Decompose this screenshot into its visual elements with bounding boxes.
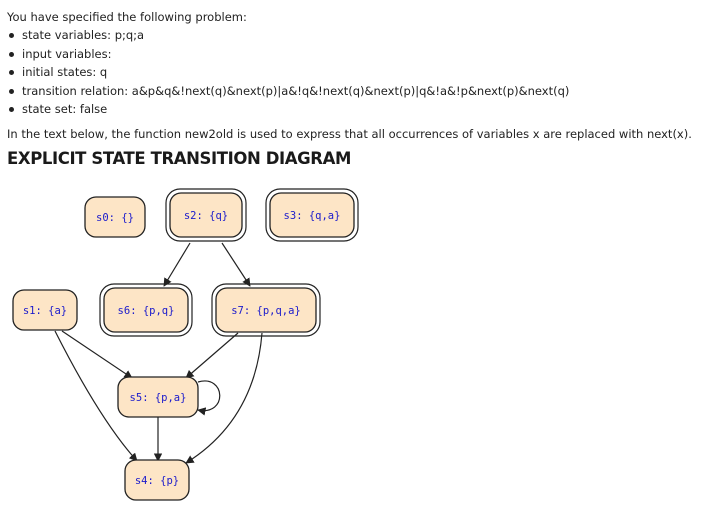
problem-item-initial-states: initial states: q (7, 63, 569, 82)
state-node-s2: s2: {q} (165, 188, 247, 242)
state-label-s0: s0: {} (96, 212, 134, 224)
nodes-layer: s0: {} s2: {q} s3: {q,a} s1: {a} s6: {p,q} s7… (12, 188, 359, 501)
edges-layer (54, 242, 263, 464)
problem-item-state-set: state set: false (7, 100, 569, 119)
state-node-s7: s7: {p,q,a} (211, 283, 321, 337)
state-node-s6: s6: {p,q} (99, 283, 193, 337)
state-node-s5: s5: {p,a} (117, 376, 199, 418)
state-box (12, 289, 78, 331)
problem-item-input-variables: input variables: (7, 45, 569, 64)
edge-s5-to-s5 (197, 380, 221, 416)
initial-state-outline (165, 188, 247, 242)
state-label-s6: s6: {p,q} (118, 305, 175, 317)
intro-text: You have specified the following problem… (7, 10, 247, 24)
state-label-s7: s7: {p,q,a} (231, 305, 301, 317)
problem-item-transition-relation: transition relation: a&p&q&!next(q)&next… (7, 82, 569, 101)
state-label-s3: s3: {q,a} (284, 210, 341, 222)
state-box (169, 192, 243, 238)
state-box (84, 196, 146, 238)
problem-list: state variables: p;q;a input variables: … (7, 26, 569, 119)
edge-s1-to-s4 (54, 330, 138, 462)
problem-item-state-variables: state variables: p;q;a (7, 26, 569, 45)
state-label-s2: s2: {q} (184, 210, 228, 222)
state-box (103, 287, 189, 333)
state-label-s5: s5: {p,a} (130, 392, 187, 404)
initial-state-outline (265, 188, 359, 242)
edge-s7-to-s5 (185, 332, 239, 379)
edge-s2-to-s6 (163, 242, 191, 287)
diagram-heading: EXPLICIT STATE TRANSITION DIAGRAM (7, 149, 351, 168)
new2old-note: In the text below, the function new2old … (7, 127, 692, 141)
initial-state-outline (99, 283, 193, 337)
state-box (124, 459, 190, 501)
state-node-s4: s4: {p} (124, 459, 190, 501)
edge-s2-to-s7 (221, 242, 251, 287)
edge-s1-to-s5 (61, 330, 133, 379)
state-node-s0: s0: {} (84, 196, 146, 238)
state-node-s1: s1: {a} (12, 289, 78, 331)
initial-state-outline (211, 283, 321, 337)
state-label-s1: s1: {a} (23, 305, 67, 317)
edge-s7-to-s4 (185, 332, 263, 464)
state-box (269, 192, 355, 238)
state-label-s4: s4: {p} (135, 475, 179, 487)
state-box (215, 287, 317, 333)
state-node-s3: s3: {q,a} (265, 188, 359, 242)
state-box (117, 376, 199, 418)
